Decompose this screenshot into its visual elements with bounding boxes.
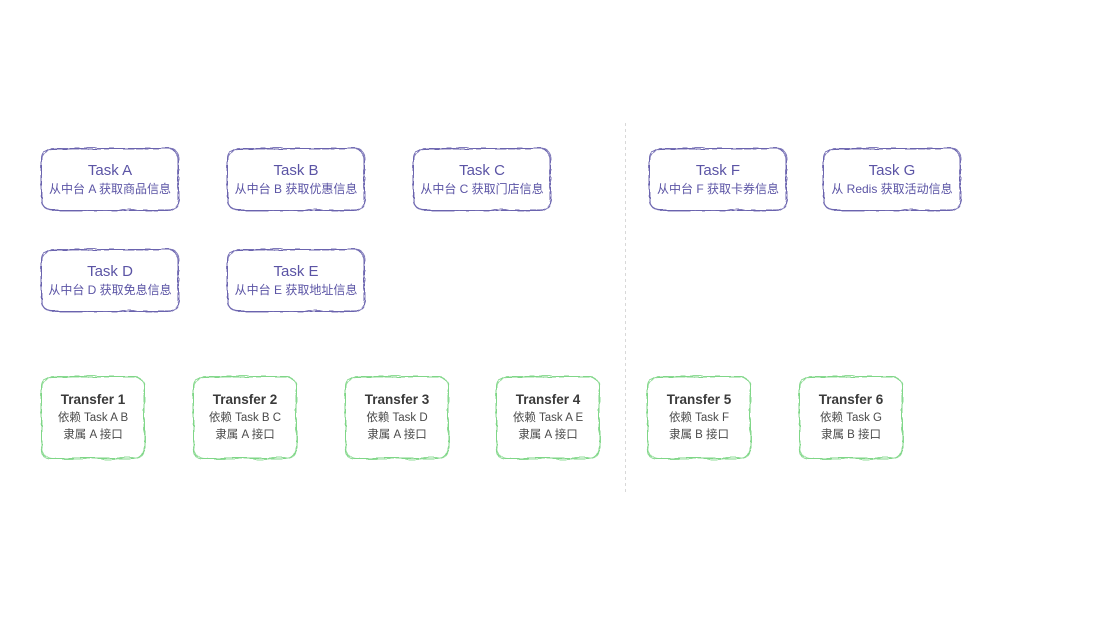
transfer-depends: 依赖 Task A E — [512, 411, 584, 424]
task-title: Task G — [868, 162, 916, 180]
section-divider — [625, 123, 626, 492]
node-task-g[interactable]: Task G 从 Redis 获取活动信息 — [822, 147, 962, 212]
task-subtitle: 从中台 B 获取优惠信息 — [234, 181, 358, 196]
task-subtitle: 从 Redis 获取活动信息 — [831, 181, 953, 196]
transfer-title: Transfer 1 — [60, 392, 126, 408]
transfer-title: Transfer 5 — [666, 392, 732, 408]
transfer-depends: 依赖 Task B C — [208, 411, 282, 424]
transfer-belongs: 隶属 B 接口 — [668, 429, 730, 442]
task-title: Task B — [273, 162, 319, 180]
transfer-belongs: 隶属 B 接口 — [820, 429, 882, 442]
node-task-c[interactable]: Task C 从中台 C 获取门店信息 — [412, 147, 552, 212]
node-task-e[interactable]: Task E 从中台 E 获取地址信息 — [226, 248, 366, 313]
node-transfer-1[interactable]: Transfer 1 依赖 Task A B 隶属 A 接口 — [40, 375, 146, 460]
transfer-title: Transfer 4 — [515, 392, 581, 408]
transfer-title: Transfer 2 — [212, 392, 278, 408]
node-transfer-5[interactable]: Transfer 5 依赖 Task F 隶属 B 接口 — [646, 375, 752, 460]
task-subtitle: 从中台 A 获取商品信息 — [48, 181, 171, 196]
transfer-depends: 依赖 Task D — [366, 411, 428, 424]
transfer-belongs: 隶属 A 接口 — [518, 429, 578, 442]
transfer-title: Transfer 6 — [818, 392, 884, 408]
transfer-depends: 依赖 Task F — [668, 411, 730, 424]
transfer-belongs: 隶属 A 接口 — [215, 429, 275, 442]
task-title: Task A — [87, 162, 133, 180]
node-task-b[interactable]: Task B 从中台 B 获取优惠信息 — [226, 147, 366, 212]
node-transfer-4[interactable]: Transfer 4 依赖 Task A E 隶属 A 接口 — [495, 375, 601, 460]
node-transfer-6[interactable]: Transfer 6 依赖 Task G 隶属 B 接口 — [798, 375, 904, 460]
task-title: Task F — [695, 162, 741, 180]
task-subtitle: 从中台 D 获取免息信息 — [48, 282, 172, 297]
node-task-a[interactable]: Task A 从中台 A 获取商品信息 — [40, 147, 180, 212]
task-title: Task D — [87, 263, 133, 281]
task-subtitle: 从中台 F 获取卡券信息 — [657, 181, 779, 196]
node-transfer-2[interactable]: Transfer 2 依赖 Task B C 隶属 A 接口 — [192, 375, 298, 460]
transfer-belongs: 隶属 A 接口 — [367, 429, 427, 442]
transfer-belongs: 隶属 A 接口 — [63, 429, 123, 442]
node-transfer-3[interactable]: Transfer 3 依赖 Task D 隶属 A 接口 — [344, 375, 450, 460]
node-task-d[interactable]: Task D 从中台 D 获取免息信息 — [40, 248, 180, 313]
task-subtitle: 从中台 E 获取地址信息 — [234, 282, 358, 297]
task-title: Task E — [273, 263, 319, 281]
task-title: Task C — [459, 162, 505, 180]
transfer-depends: 依赖 Task G — [820, 411, 882, 424]
node-task-f[interactable]: Task F 从中台 F 获取卡券信息 — [648, 147, 788, 212]
task-subtitle: 从中台 C 获取门店信息 — [420, 181, 544, 196]
transfer-depends: 依赖 Task A B — [57, 411, 129, 424]
transfer-title: Transfer 3 — [364, 392, 430, 408]
